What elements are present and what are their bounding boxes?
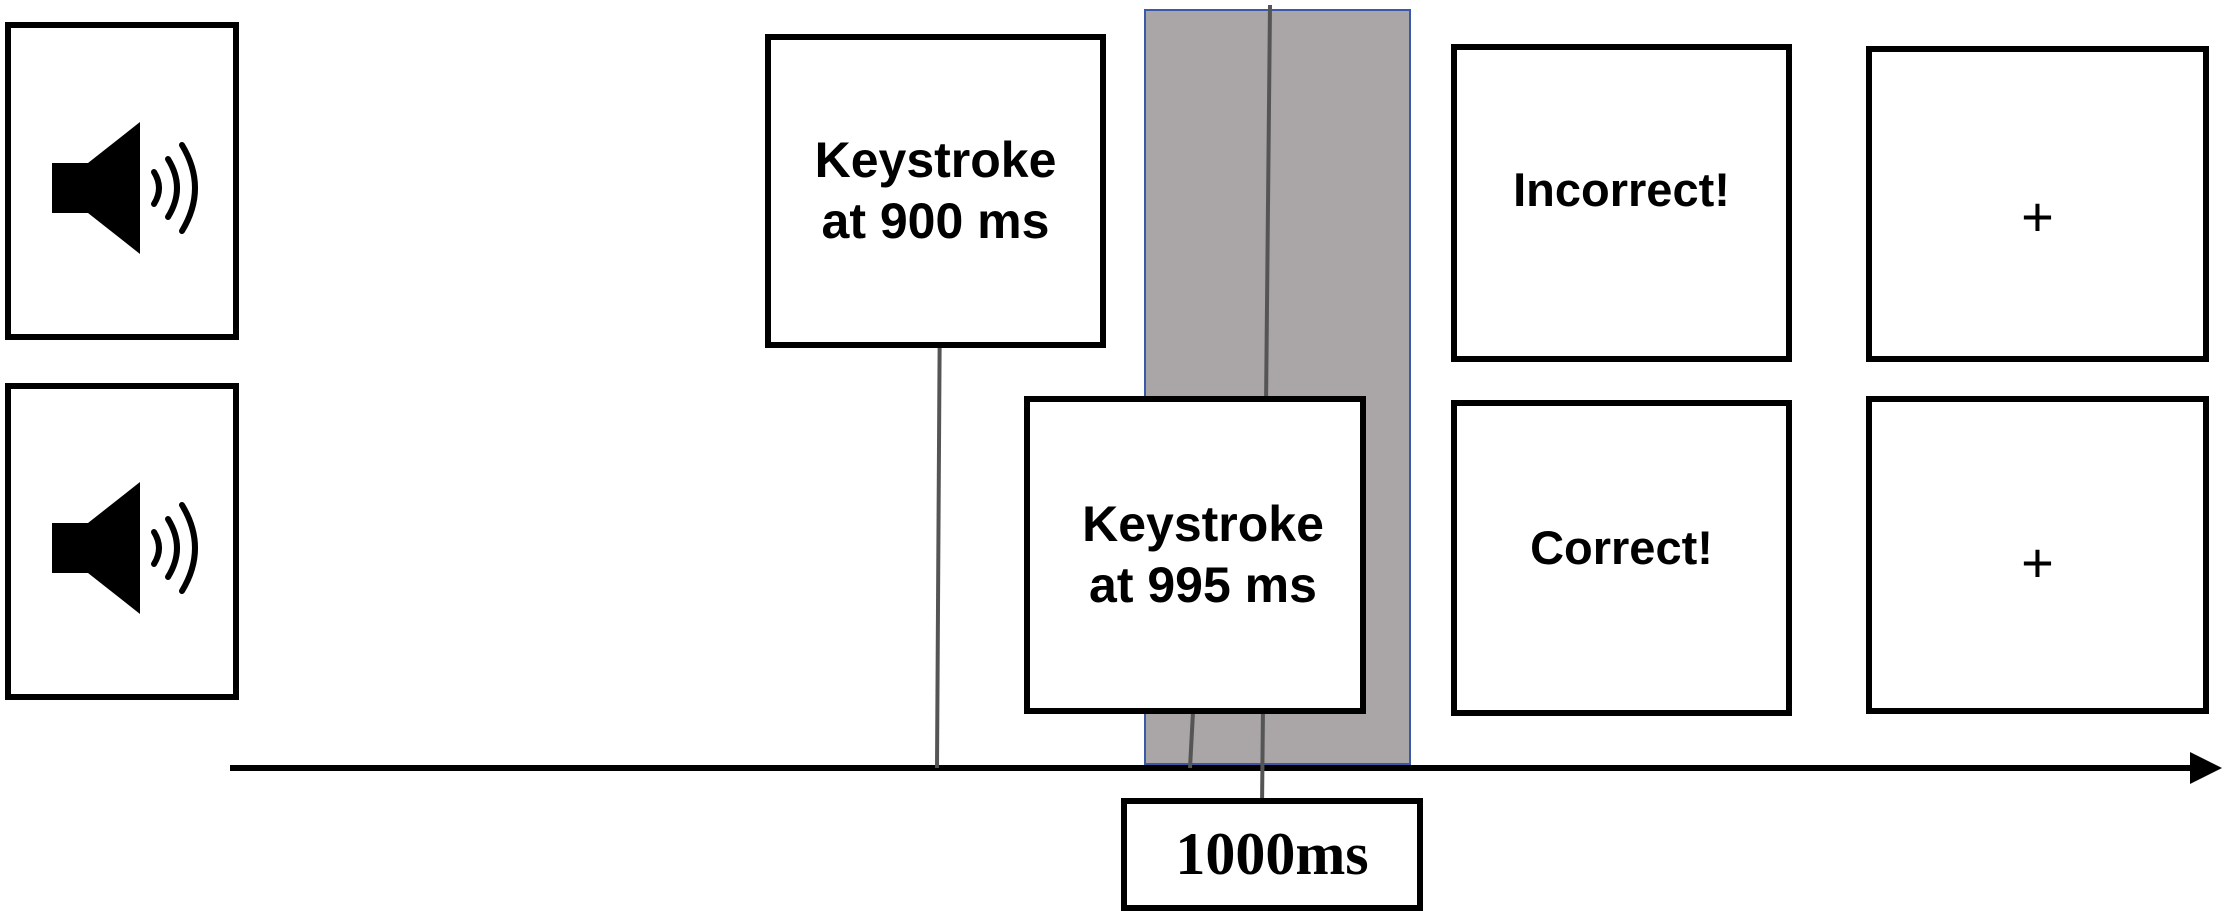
keystroke-900ms-line1: Keystroke	[814, 132, 1057, 188]
fixation-cross-bottom: +	[2021, 531, 2054, 594]
keystroke-900ms-box: Keystroke at 900 ms	[765, 34, 1106, 348]
tick-900ms	[935, 284, 942, 769]
keystroke-995ms-text: Keystroke at 995 ms	[1082, 494, 1324, 616]
keystroke-900ms-line2: at 900 ms	[821, 193, 1050, 249]
feedback-correct-box: Correct!	[1451, 400, 1792, 716]
fixation-cross-top: +	[2021, 185, 2054, 248]
deadline-label-text: 1000ms	[1175, 821, 1369, 887]
speaker-icon	[52, 122, 198, 254]
speaker-icon	[52, 482, 198, 614]
fixation-box-bottom: +	[1866, 396, 2209, 714]
fixation-box-top: +	[1866, 46, 2209, 362]
keystroke-995ms-box: Keystroke at 995 ms	[1024, 396, 1366, 714]
keystroke-900ms-text: Keystroke at 900 ms	[815, 130, 1057, 252]
tick-995ms	[1188, 711, 1195, 769]
keystroke-995ms-line1: Keystroke	[1082, 496, 1324, 552]
time-axis-arrowhead	[2190, 752, 2222, 784]
feedback-correct-text: Correct!	[1530, 521, 1713, 574]
keystroke-995ms-line2: at 995 ms	[1089, 557, 1317, 613]
feedback-incorrect-text: Incorrect!	[1513, 163, 1730, 216]
deadline-label-box: 1000ms	[1121, 798, 1423, 911]
feedback-incorrect-box: Incorrect!	[1451, 44, 1792, 362]
